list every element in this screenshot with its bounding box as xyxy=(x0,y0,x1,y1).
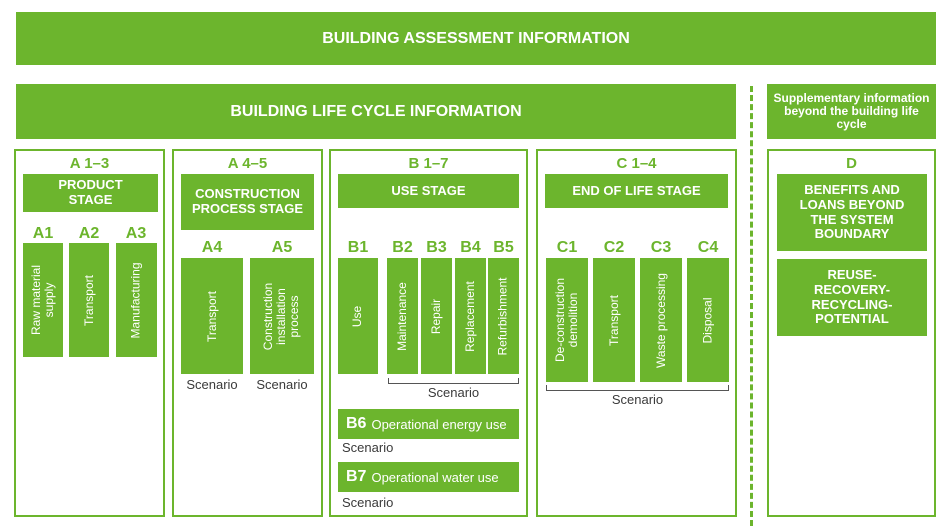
module-b2: Maintenance xyxy=(387,258,418,374)
module-code: B1 xyxy=(347,239,369,256)
module-c4: Disposal xyxy=(687,258,729,382)
module-code: B2 xyxy=(392,239,413,256)
module-a3: Manufacturing xyxy=(116,243,157,357)
module-label: Manufacturing xyxy=(129,261,144,339)
module-code: B5 xyxy=(493,239,514,256)
range-label: D xyxy=(846,155,857,172)
module-label: Transport xyxy=(81,274,96,326)
module-label: Waste processing xyxy=(653,272,668,368)
reuse-text: REUSE-RECOVERY-RECYCLING-POTENTIAL xyxy=(811,267,893,327)
module-label: Maintenance xyxy=(395,281,409,351)
panel-use-stage: B 1–7 USE STAGE B1 B2 B3 B4 B5 Use Maint… xyxy=(329,149,528,517)
module-code: C3 xyxy=(650,239,672,256)
scenario-label: Scenario xyxy=(427,385,480,400)
module-label: Use xyxy=(350,305,365,327)
module-b6: B6 Operational energy use xyxy=(338,409,519,439)
scenario-bracket xyxy=(388,378,519,384)
module-a5: Construction installation process xyxy=(250,258,314,374)
module-label: Operational energy use xyxy=(371,416,507,432)
life-cycle-title: BUILDING LIFE CYCLE INFORMATION xyxy=(230,102,522,120)
stage-title-box: END OF LIFE STAGE xyxy=(545,174,728,208)
module-label: Transport xyxy=(204,290,219,342)
module-code: A5 xyxy=(271,239,293,256)
module-code: B4 xyxy=(460,239,481,256)
scenario-label: Scenario xyxy=(342,495,394,510)
module-b3: Repair xyxy=(421,258,452,374)
panel-end-of-life-stage: C 1–4 END OF LIFE STAGE C1 C2 C3 C4 De-c… xyxy=(536,149,737,517)
scenario-label: Scenario xyxy=(186,377,238,392)
stage-title: USE STAGE xyxy=(391,182,466,198)
module-code: B7 xyxy=(346,468,367,485)
module-label: Replacement xyxy=(463,280,477,352)
module-label: Construction installation process xyxy=(261,282,302,350)
panel-construction-stage: A 4–5 CONSTRUCTION PROCESS STAGE A4 A5 T… xyxy=(172,149,323,517)
module-b5: Refurbishment xyxy=(488,258,519,374)
module-a2: Transport xyxy=(69,243,109,357)
stage-title-box: USE STAGE xyxy=(338,174,519,208)
range-label: C 1–4 xyxy=(616,155,657,172)
module-c2: Transport xyxy=(593,258,635,382)
module-b1: Use xyxy=(338,258,378,374)
life-cycle-header: BUILDING LIFE CYCLE INFORMATION xyxy=(16,84,736,139)
module-a1: Raw material supply xyxy=(23,243,63,357)
module-c1: De-construction demolition xyxy=(546,258,588,382)
benefits-text: BENEFITS AND LOANS BEYOND THE SYSTEM BOU… xyxy=(799,182,905,242)
range-label: A 4–5 xyxy=(227,155,268,172)
module-a4: Transport xyxy=(181,258,243,374)
module-label: Refurbishment xyxy=(496,276,511,356)
module-label: Raw material supply xyxy=(29,264,56,336)
module-b7: B7 Operational water use xyxy=(338,462,519,492)
module-label: Repair xyxy=(429,298,444,334)
range-label: B 1–7 xyxy=(408,155,449,172)
module-code: A3 xyxy=(125,225,147,242)
stage-title-box: PRODUCT STAGE xyxy=(23,174,158,212)
module-label: Operational water use xyxy=(371,469,499,485)
module-c3: Waste processing xyxy=(640,258,682,382)
supplementary-divider xyxy=(750,86,753,526)
stage-title: END OF LIFE STAGE xyxy=(572,182,701,198)
module-code: B6 xyxy=(346,415,367,432)
module-code: C4 xyxy=(697,239,719,256)
supplementary-header: Supplementary information beyond the bui… xyxy=(767,84,936,139)
stage-title-box: CONSTRUCTION PROCESS STAGE xyxy=(181,174,314,230)
scenario-label: Scenario xyxy=(342,440,394,455)
range-label: A 1–3 xyxy=(69,155,110,172)
module-code: C1 xyxy=(556,239,578,256)
module-label: Disposal xyxy=(700,296,715,344)
module-code: B3 xyxy=(426,239,447,256)
panel-product-stage: A 1–3 PRODUCT STAGE A1 A2 A3 Raw materia… xyxy=(14,149,165,517)
scenario-label: Scenario xyxy=(611,392,664,407)
panel-supplementary-d: D BENEFITS AND LOANS BEYOND THE SYSTEM B… xyxy=(767,149,936,517)
module-b4: Replacement xyxy=(455,258,486,374)
benefits-box: BENEFITS AND LOANS BEYOND THE SYSTEM BOU… xyxy=(777,174,927,251)
module-code: A2 xyxy=(78,225,100,242)
scenario-bracket xyxy=(546,385,729,391)
reuse-box: REUSE-RECOVERY-RECYCLING-POTENTIAL xyxy=(777,259,927,336)
module-code: A1 xyxy=(32,225,54,242)
module-label: Transport xyxy=(606,294,621,346)
module-code: C2 xyxy=(603,239,625,256)
supplementary-title: Supplementary information beyond the bui… xyxy=(773,91,930,131)
module-code: A4 xyxy=(201,239,223,256)
stage-title: PRODUCT STAGE xyxy=(58,177,123,207)
building-assessment-header: BUILDING ASSESSMENT INFORMATION xyxy=(16,12,936,65)
module-label: De-construction demolition xyxy=(553,277,581,363)
building-assessment-title: BUILDING ASSESSMENT INFORMATION xyxy=(322,29,630,47)
stage-title: CONSTRUCTION PROCESS STAGE xyxy=(191,186,303,216)
scenario-label: Scenario xyxy=(256,377,308,392)
